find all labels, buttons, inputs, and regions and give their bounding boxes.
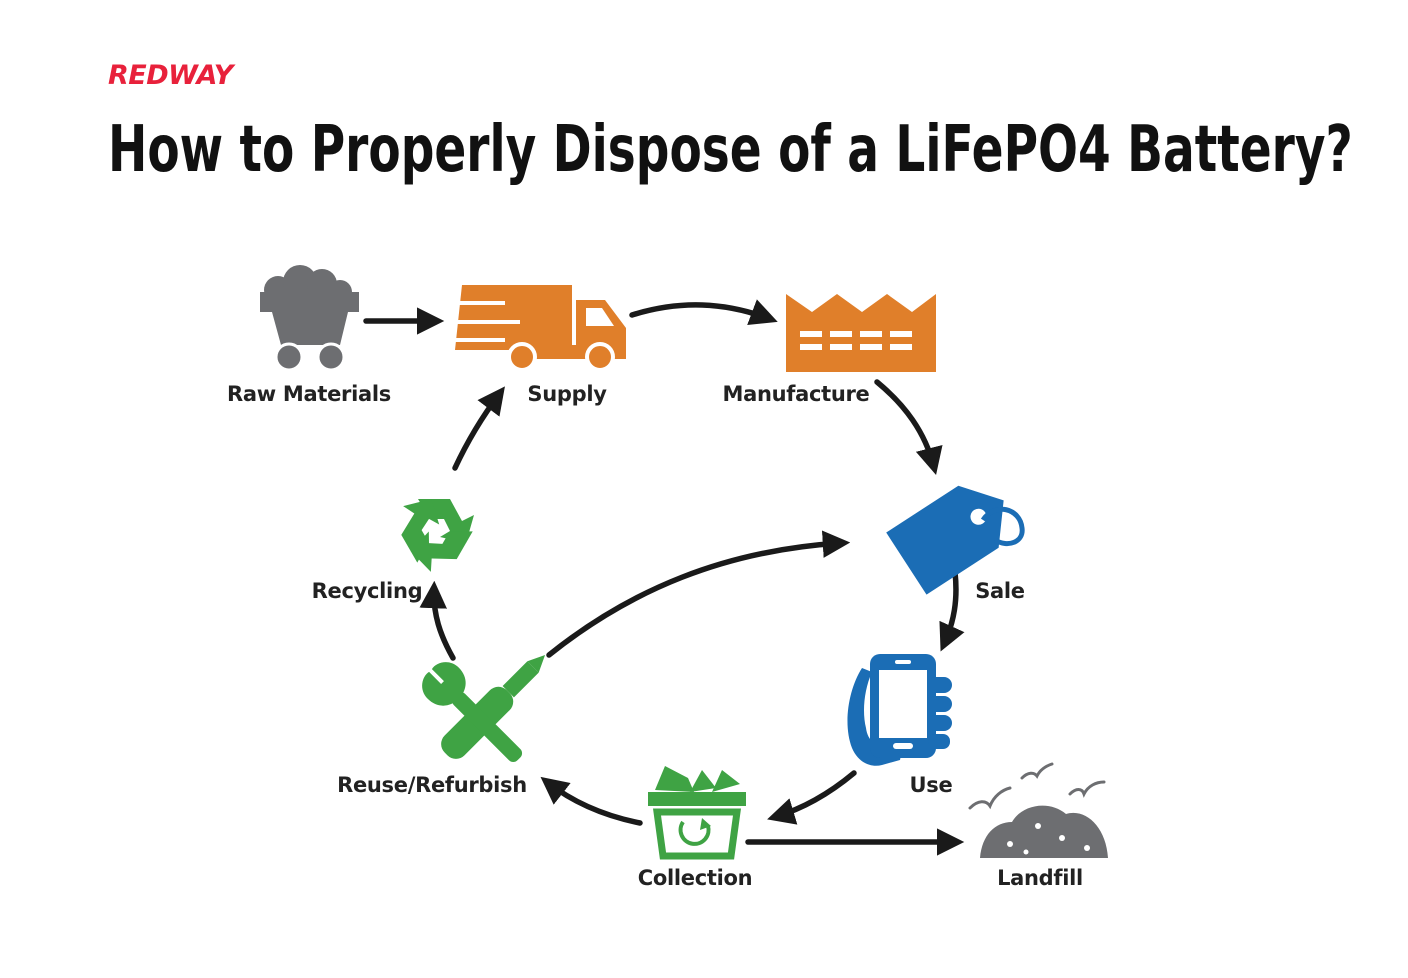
collection-bin-icon bbox=[648, 766, 746, 860]
arrow-recycling-to-supply bbox=[452, 386, 505, 471]
arrow-use-to-collection bbox=[767, 770, 857, 825]
arrow-reuse-to-recycling bbox=[419, 580, 456, 661]
label-landfill: Landfill bbox=[997, 866, 1083, 890]
label-raw-materials: Raw Materials bbox=[227, 382, 391, 406]
factory-icon bbox=[786, 294, 936, 372]
recycle-icon bbox=[401, 499, 474, 572]
mine-cart-icon bbox=[260, 265, 359, 372]
wrench-screwdriver-icon bbox=[422, 654, 546, 763]
arrow-sale-to-use bbox=[939, 569, 965, 652]
arrow-reuse-to-sale bbox=[546, 530, 851, 658]
price-tag-icon bbox=[886, 485, 1025, 595]
brand-logo: REDWAY bbox=[108, 60, 233, 91]
arrow-manufacture-to-sale bbox=[874, 379, 943, 475]
label-sale: Sale bbox=[975, 579, 1025, 603]
label-use: Use bbox=[909, 773, 953, 797]
phone-in-hand-icon bbox=[847, 654, 952, 766]
label-collection: Collection bbox=[637, 866, 753, 890]
arrow-collection-to-reuse bbox=[540, 776, 643, 826]
landfill-icon bbox=[968, 762, 1108, 858]
arrow-supply-to-manufacture bbox=[629, 299, 778, 326]
delivery-truck-icon bbox=[450, 285, 626, 372]
label-supply: Supply bbox=[527, 382, 607, 406]
label-recycling: Recycling bbox=[311, 579, 423, 603]
label-manufacture: Manufacture bbox=[722, 382, 870, 406]
label-reuse-refurbish: Reuse/Refurbish bbox=[337, 773, 527, 797]
